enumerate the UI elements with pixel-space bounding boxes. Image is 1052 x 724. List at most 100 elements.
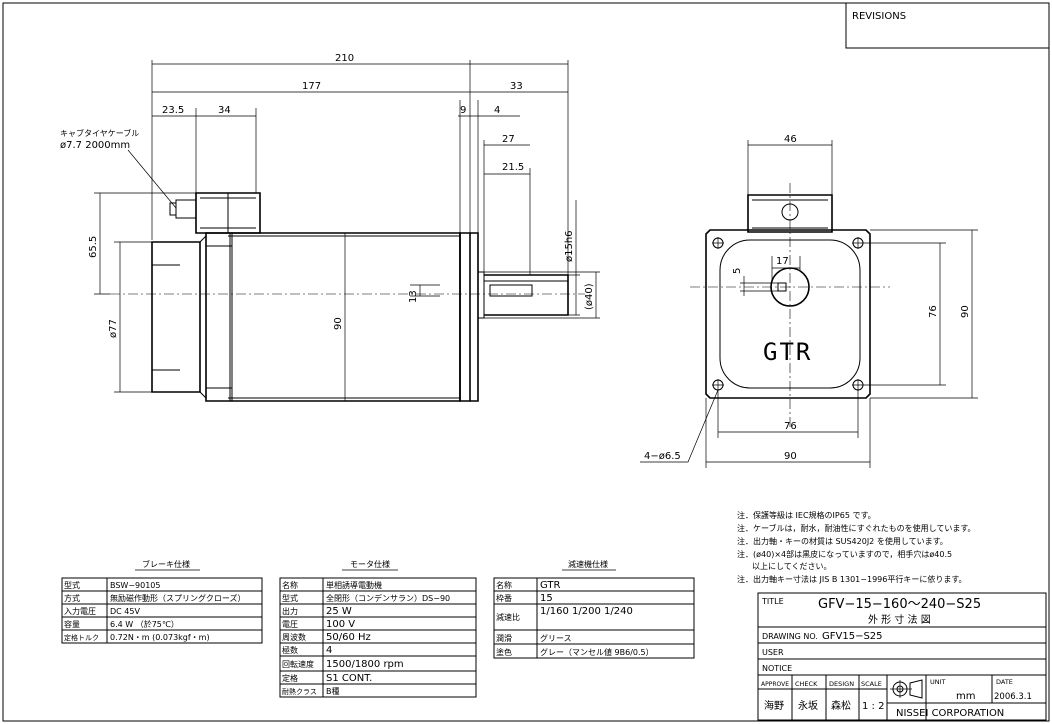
brake-key-2: 方式: [64, 593, 80, 603]
motor-val-8: S1 CONT.: [326, 673, 372, 684]
check-value: 永坂: [798, 699, 818, 712]
brake-val-4: 6.4 W （於75℃）: [110, 619, 179, 629]
approve-value: 海野: [764, 699, 784, 712]
unit-value: mm: [956, 691, 975, 702]
reducer-key-2: 枠番: [496, 593, 512, 603]
motor-key-5: 周波数: [282, 632, 306, 642]
motor-val-9: B種: [326, 686, 340, 696]
reducer-val-5: グレー（マンセル値 9B6/0.5）: [540, 647, 654, 657]
brake-spec-title: ブレーキ仕様: [142, 559, 190, 569]
reducer-val-3: 1/160 1/200 1/240: [540, 606, 633, 617]
reducer-key-1: 名称: [496, 580, 512, 590]
dim-4: 4: [494, 105, 500, 116]
note-2: 注．ケーブルは，耐水，耐油性にすぐれたものを使用しています。: [737, 523, 976, 533]
brake-key-3: 入力電圧: [64, 606, 96, 616]
revisions-label: REVISIONS: [852, 11, 906, 22]
dim-overall: 210: [335, 53, 354, 64]
reducer-spec-table: 減速機仕様 名称 GTR 枠番 15 減速比 1/160 1/200 1/240…: [493, 559, 695, 659]
brand-label: GTR: [763, 338, 812, 366]
motor-key-2: 型式: [282, 593, 298, 603]
dim-46: 46: [784, 134, 797, 145]
note-1: 注．保護等級は IEC規格のIP65 です。: [737, 510, 876, 520]
reducer-val-4: グリース: [540, 633, 572, 643]
dim-34: 34: [218, 105, 231, 116]
notes-block: 注．保護等級は IEC規格のIP65 です。 注．ケーブルは，耐水，耐油性にすぐ…: [737, 510, 976, 584]
cable-label-line2: ø7.7 2000mm: [60, 140, 130, 151]
brake-key-5: 定格トルク: [64, 633, 99, 642]
dim-13: 13: [408, 290, 419, 303]
note-5: 注．出力軸キー寸法は JIS B 1301−1996平行キーに依ります。: [737, 574, 967, 584]
brake-val-5: 0.72N・m (0.073kgf・m): [110, 633, 210, 642]
motor-val-1: 単相誘導電動機: [326, 580, 382, 590]
user-label: USER: [762, 648, 784, 657]
brake-key-1: 型式: [64, 580, 80, 590]
motor-key-7: 回転速度: [282, 659, 314, 669]
check-label: CHECK: [795, 680, 818, 688]
dim-21-5: 21.5: [502, 162, 524, 173]
motor-key-8: 定格: [282, 673, 298, 683]
reducer-key-3: 減速比: [496, 612, 520, 622]
reducer-val-2: 15: [540, 593, 553, 604]
dim-boss-dia: (ø40): [584, 283, 595, 310]
dim-5: 5: [732, 268, 743, 274]
title-subtitle: 外 形 寸 法 図: [868, 613, 931, 626]
dim-17: 17: [776, 256, 789, 267]
drawing-no-label: DRAWING NO.: [762, 632, 818, 641]
reducer-spec-title: 減速機仕様: [568, 559, 608, 569]
dim-77: ø77: [108, 319, 119, 338]
unit-label: UNIT: [930, 678, 946, 686]
dim-9: 9: [460, 105, 466, 116]
projection-symbol-icon: [890, 679, 923, 699]
note-4: 注．(ø40)×4部は黒皮になっていますので，相手穴はø40.5: [737, 549, 952, 559]
dim-gear-length: 33: [510, 81, 523, 92]
design-label: DESIGN: [829, 680, 854, 688]
design-value: 森松: [831, 699, 851, 712]
motor-key-9: 耐熱クラス: [282, 687, 317, 696]
motor-val-2: 全閉形（コンデンサラン）DS−90: [326, 593, 450, 603]
reducer-key-5: 塗色: [496, 647, 512, 657]
approve-label: APPROVE: [761, 681, 789, 688]
motor-val-6: 4: [326, 645, 332, 656]
title-label: TITLE: [761, 597, 784, 606]
side-view: 210 177 33 23.5 34 9 4 27 21.5 キャブタイヤケーブ…: [60, 53, 600, 402]
note-4-cont: 以上にしてください。: [752, 562, 832, 571]
brake-val-2: 無励磁作動形（スプリングクローズ）: [110, 593, 245, 603]
motor-val-4: 100 V: [326, 619, 355, 630]
title-block: TITLE GFV−15−160〜240−S25 外 形 寸 法 図 DRAWI…: [757, 592, 1047, 721]
reducer-key-4: 潤滑: [496, 633, 512, 643]
motor-spec-table: モータ仕様 名称 単相誘導電動機 型式 全閉形（コンデンサラン）DS−90 出力…: [279, 559, 477, 698]
dim-27: 27: [502, 134, 515, 145]
dim-76-h: 76: [784, 421, 797, 432]
dim-76-v: 76: [928, 305, 939, 318]
front-view: GTR 46 17 5 76 90 76 90 4−ø6.5: [640, 134, 978, 468]
brake-val-1: BSW−90105: [110, 581, 161, 590]
dim-motor-length: 177: [302, 81, 321, 92]
motor-val-3: 25 W: [326, 606, 352, 617]
dim-23-5: 23.5: [162, 105, 184, 116]
date-value: 2006.3.1: [994, 692, 1032, 702]
title-model: GFV−15−160〜240−S25: [818, 597, 981, 612]
note-3: 注．出力軸・キーの材質は SUS420J2 を使用しています。: [737, 536, 948, 546]
dim-holes: 4−ø6.5: [644, 451, 681, 462]
brake-val-3: DC 45V: [110, 607, 140, 616]
dim-65-5: 65.5: [88, 236, 99, 258]
motor-key-4: 電圧: [282, 620, 298, 629]
notice-label: NOTICE: [762, 664, 792, 673]
drawing-no: GFV15−S25: [822, 631, 883, 642]
reducer-val-1: GTR: [540, 580, 561, 591]
motor-key-3: 出力: [282, 606, 298, 616]
dim-90-v: 90: [960, 305, 971, 318]
company-name: NISSEI CORPORATION: [896, 708, 1004, 719]
brake-spec-table: ブレーキ仕様 型式 BSW−90105 方式 無励磁作動形（スプリングクローズ）…: [61, 559, 263, 644]
revisions-box: REVISIONS: [845, 3, 1049, 49]
motor-key-6: 極数: [282, 645, 298, 655]
brake-key-4: 容量: [64, 619, 80, 629]
dim-90-side: 90: [333, 317, 344, 330]
date-label: DATE: [996, 678, 1013, 686]
cable-label-line1: キャブタイヤケーブル: [60, 128, 139, 138]
scale-value: 1 : 2: [862, 701, 884, 712]
motor-spec-title: モータ仕様: [350, 559, 390, 569]
scale-label: SCALE: [861, 680, 882, 688]
